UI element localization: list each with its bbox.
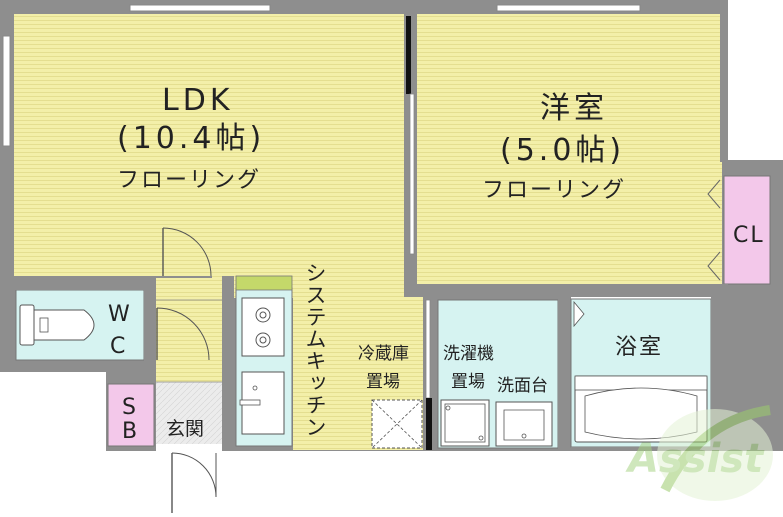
storage-label-1: S	[122, 395, 138, 420]
storage-label-2: B	[122, 419, 140, 444]
burner-icon	[255, 307, 271, 323]
washbasin-label: 洗面台	[497, 376, 548, 396]
fridge-label-2: 置場	[366, 372, 400, 392]
window	[2, 35, 11, 147]
fridge-label-1: 冷蔵庫	[358, 344, 409, 364]
closet-door	[707, 251, 721, 281]
western-name: 洋室	[540, 91, 608, 126]
entrance-label: 玄関	[166, 418, 205, 440]
watermark-logo: Assist	[625, 405, 773, 501]
kitchen-label: システムキッチン	[303, 262, 327, 438]
toilet-bowl	[33, 309, 95, 341]
closet-label: CL	[733, 223, 765, 248]
western-size: (5.0帖)	[500, 133, 626, 168]
bath-label: 浴室	[615, 335, 664, 360]
door-swing	[156, 307, 210, 361]
ldk-floor-label: フローリング	[117, 168, 262, 193]
washer-place	[440, 399, 490, 447]
closet-door	[707, 179, 721, 209]
washer-label-1: 洗濯機	[443, 344, 494, 364]
kitchen-sink	[241, 371, 285, 435]
ldk-floor	[14, 14, 406, 276]
closet-area	[723, 175, 771, 285]
ldk-size: (10.4帖)	[117, 121, 266, 156]
wc-label-2: C	[110, 334, 128, 359]
western-floor	[417, 14, 720, 284]
watermark-text: Assist	[625, 436, 765, 482]
door-swing	[171, 452, 217, 498]
washbasin	[495, 401, 553, 447]
window	[496, 4, 641, 12]
washer-label-2: 置場	[451, 372, 485, 392]
storage-box	[107, 383, 155, 447]
door	[426, 398, 432, 450]
toilet-tank	[19, 304, 35, 346]
door-swing	[162, 227, 212, 277]
wc-label-1: W	[108, 302, 132, 327]
sliding-door	[406, 16, 411, 94]
burner-icon	[255, 332, 271, 348]
window	[129, 4, 271, 12]
western-floor-label: フローリング	[482, 178, 627, 203]
ldk-name: LDK	[162, 83, 234, 118]
